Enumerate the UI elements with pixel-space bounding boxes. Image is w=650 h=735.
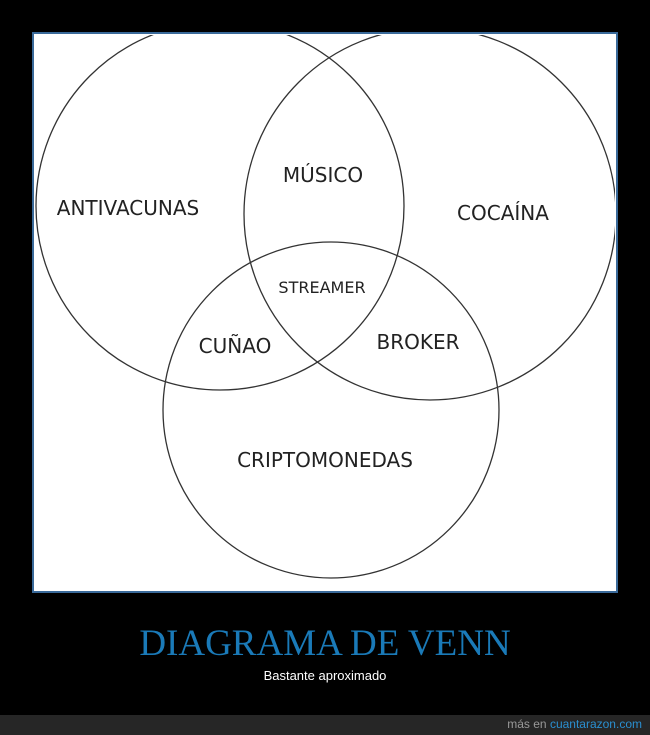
label-streamer: STREAMER xyxy=(278,278,365,297)
label-musico: MÚSICO xyxy=(283,163,363,187)
circle-criptomonedas xyxy=(162,241,500,579)
label-antivacunas: ANTIVACUNAS xyxy=(57,196,199,220)
caption-title: DIAGRAMA DE VENN xyxy=(139,623,511,664)
image-frame xyxy=(32,32,618,593)
footer-prefix: más en xyxy=(507,717,547,731)
label-cunao: CUÑAO xyxy=(199,334,272,358)
site-link[interactable]: cuantarazon.com xyxy=(549,717,642,731)
venn-diagram: ANTIVACUNAS COCAÍNA CRIPTOMONEDAS MÚSICO… xyxy=(32,32,618,593)
circle-antivacunas xyxy=(35,35,405,391)
label-criptomonedas: CRIPTOMONEDAS xyxy=(237,448,413,472)
circle-cocaina xyxy=(243,35,615,401)
label-broker: BROKER xyxy=(376,330,459,354)
label-cocaina: COCAÍNA xyxy=(457,201,549,225)
caption-subtitle: Bastante aproximado xyxy=(263,668,387,683)
footer-text: más en cuantarazon.com xyxy=(507,717,642,731)
footer-bar: más en cuantarazon.com xyxy=(0,715,650,735)
